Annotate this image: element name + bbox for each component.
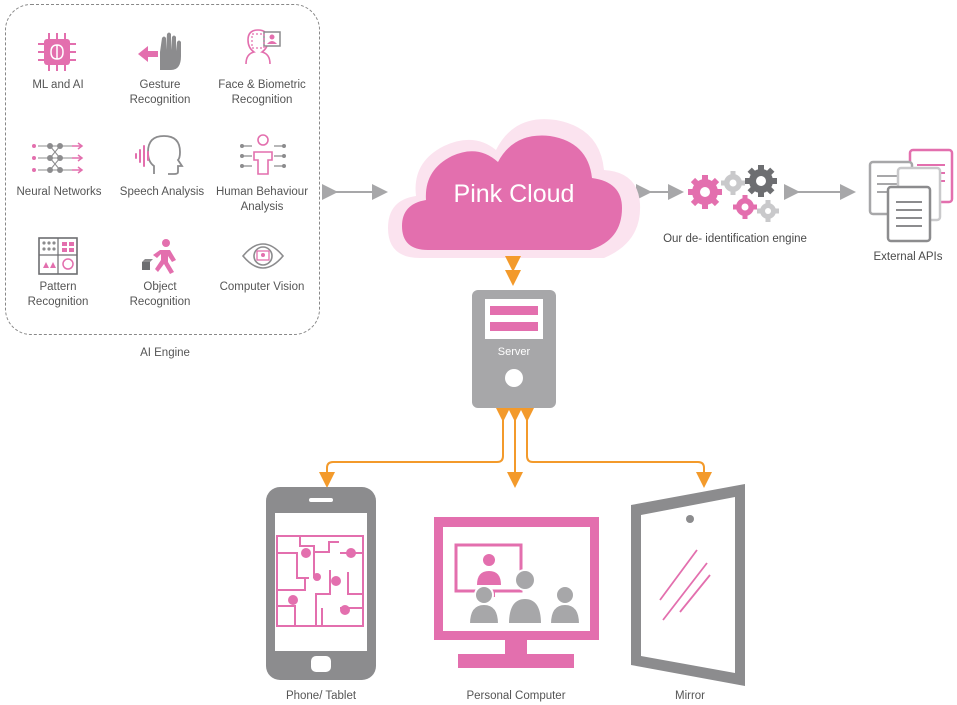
eye-vision-icon xyxy=(241,243,285,269)
server-icon xyxy=(472,290,556,408)
face-biometric-icon xyxy=(245,29,281,65)
phone-label: Phone/ Tablet xyxy=(285,690,357,702)
arrow-server-mirror xyxy=(519,406,712,488)
item-label-pattern: Pattern Recognition xyxy=(27,281,89,308)
item-label-neural: Neural Networks xyxy=(16,186,102,198)
speech-head-icon xyxy=(135,135,184,175)
item-label-speech: Speech Analysis xyxy=(119,186,205,198)
brain-chip-icon xyxy=(38,33,76,71)
ai-engine-label: AI Engine xyxy=(140,347,190,359)
pink-cloud xyxy=(388,119,641,258)
item-label-behaviour: Human Behaviour Analysis xyxy=(215,186,309,213)
item-label-vision: Computer Vision xyxy=(219,281,305,293)
external-apis-label: External APIs xyxy=(873,251,943,263)
hand-gesture-icon xyxy=(138,32,181,70)
object-person-icon xyxy=(142,239,176,274)
pattern-grid-icon xyxy=(38,237,78,275)
gears-icon xyxy=(688,165,779,222)
engine-label: Our de- identification engine xyxy=(663,233,807,245)
item-label-face: Face & Biometric Recognition xyxy=(218,79,306,106)
item-label-ml-ai: ML and AI xyxy=(32,79,84,91)
documents-icon xyxy=(868,148,954,243)
human-behaviour-icon xyxy=(240,134,286,175)
pc-label: Personal Computer xyxy=(466,690,566,702)
cloud-label: Pink Cloud xyxy=(453,180,575,208)
server-label: Server xyxy=(497,346,531,358)
item-label-gesture: Gesture Recognition xyxy=(129,79,191,106)
personal-computer-icon xyxy=(434,517,599,668)
phone-tablet-icon xyxy=(266,487,376,680)
mirror-icon xyxy=(631,484,745,686)
mirror-label: Mirror xyxy=(674,690,706,702)
ai-engine-container xyxy=(5,4,320,335)
item-label-object: Object Recognition xyxy=(129,281,191,308)
neural-network-icon xyxy=(32,142,84,174)
arrow-server-phone xyxy=(319,406,511,488)
